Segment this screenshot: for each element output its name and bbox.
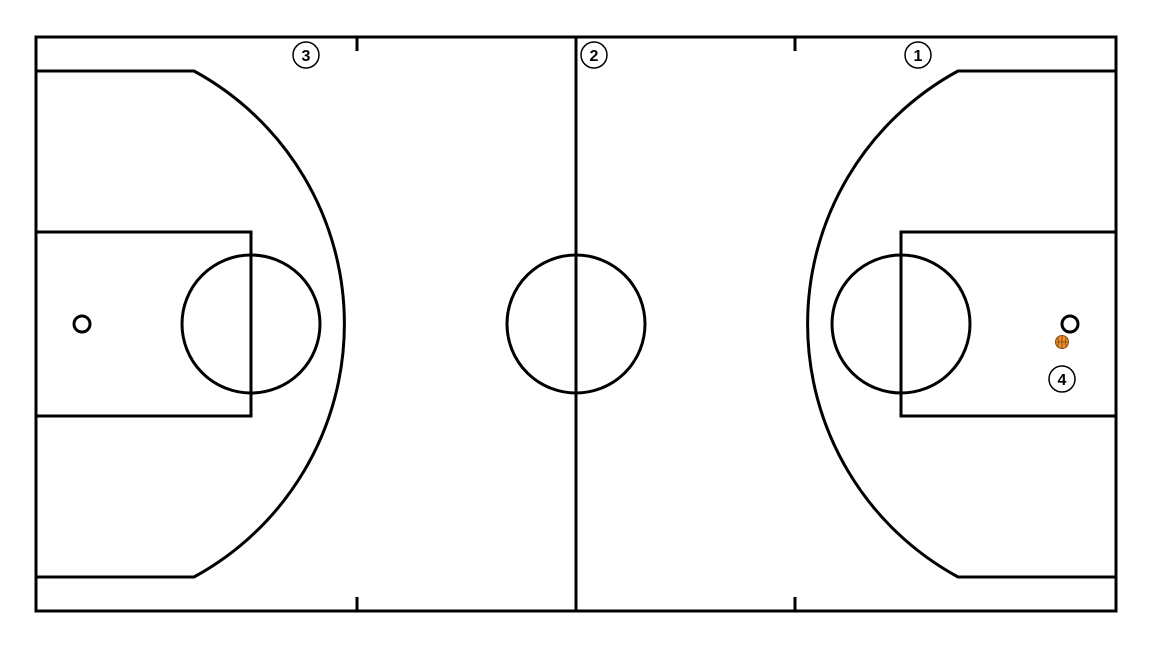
player-ring [1048, 365, 1076, 393]
ball-seam [1064, 337, 1067, 347]
right-half-court [806, 69, 1118, 579]
left-key [34, 230, 253, 418]
player-number: 4 [1058, 372, 1067, 389]
player-marker-3[interactable]: 3 [292, 41, 320, 69]
player-marker-2[interactable]: 2 [580, 41, 608, 69]
player-number: 1 [914, 48, 923, 65]
ball-seam [1057, 337, 1060, 347]
right-free-throw-circle [830, 253, 972, 395]
right-three-point-line [806, 69, 1116, 579]
left-basket [72, 314, 92, 334]
player-ring [292, 41, 320, 69]
player-number: 3 [302, 48, 311, 65]
right-key [899, 230, 1118, 418]
player-marker-1[interactable]: 1 [904, 41, 932, 69]
basketball-icon[interactable] [1055, 335, 1069, 349]
left-half-court [34, 69, 346, 579]
player-ring [904, 41, 932, 69]
player-marker-4[interactable]: 4 [1048, 365, 1076, 393]
center-circle [505, 253, 647, 395]
right-basket [1060, 314, 1080, 334]
left-free-throw-circle [180, 253, 322, 395]
player-ring [580, 41, 608, 69]
player-number: 2 [590, 48, 599, 65]
left-three-point-line [36, 69, 346, 579]
